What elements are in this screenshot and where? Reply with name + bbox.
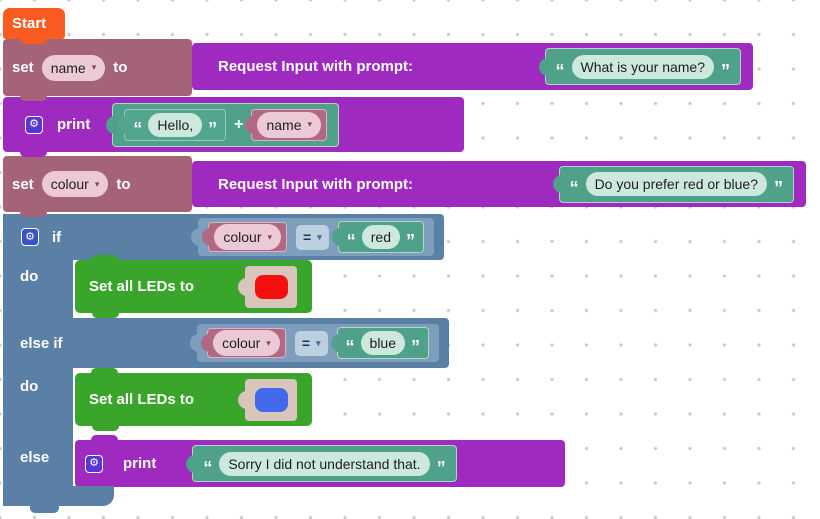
open-quote-icon: “ [345, 337, 355, 357]
connector-tab [20, 95, 47, 101]
colour-picker-block[interactable] [238, 378, 297, 421]
gear-icon[interactable]: ⚙ [85, 454, 103, 473]
variable-dropdown-name[interactable]: name ▾ [257, 111, 322, 138]
set-leds-block-red[interactable]: Set all LEDs to [75, 255, 312, 318]
to-label: to [113, 59, 128, 76]
string-field[interactable]: Hello, [148, 112, 203, 137]
request-input-block-name[interactable]: Request Input with prompt: “ What is you… [192, 43, 753, 90]
variable-name-text: name [266, 116, 302, 133]
open-quote-icon: “ [569, 178, 579, 198]
connector-nub [91, 255, 118, 261]
close-quote-icon: ” [721, 60, 730, 81]
connector-nub [91, 435, 118, 441]
string-field[interactable]: red [361, 225, 400, 249]
comparison-block-red[interactable]: colour ▾ = ▾ “ red ” [191, 218, 434, 256]
string-block[interactable]: “ Do you prefer red or blue? ” [552, 165, 794, 203]
chevron-down-icon: ▾ [266, 337, 271, 348]
else-label: else [20, 449, 50, 466]
string-block[interactable]: “ red ” [331, 221, 424, 253]
set-label: set [12, 59, 34, 76]
chevron-down-icon: ▾ [317, 231, 322, 242]
colour-picker-block[interactable] [238, 265, 297, 308]
join-text-block[interactable]: “ Hello, ” + name ▾ [106, 102, 340, 147]
variable-dropdown-colour[interactable]: colour ▾ [41, 171, 109, 197]
close-quote-icon: ” [774, 178, 783, 198]
else-if-label: else if [20, 334, 63, 352]
string-field[interactable]: Sorry I did not understand that. [219, 451, 430, 476]
connector-nub [91, 368, 118, 374]
variable-name-text: colour [223, 229, 262, 245]
set-name-block[interactable]: set name ▾ to [3, 39, 192, 101]
set-leds-label: Set all LEDs to [89, 278, 195, 295]
variable-dropdown-colour[interactable]: colour ▾ [214, 224, 282, 250]
string-block[interactable]: “ blue ” [330, 327, 429, 359]
to-label: to [116, 175, 131, 193]
variable-name-text: colour [222, 335, 261, 351]
set-colour-block[interactable]: set colour ▾ to [3, 156, 192, 217]
string-field[interactable]: blue [360, 331, 405, 355]
chevron-down-icon: ▾ [307, 119, 313, 129]
close-quote-icon: ” [436, 457, 446, 478]
connector-tab [92, 312, 119, 318]
variable-block-colour[interactable]: colour ▾ [201, 328, 286, 358]
chevron-down-icon: ▾ [267, 231, 273, 242]
open-quote-icon: “ [133, 118, 143, 139]
comparison-block-blue[interactable]: colour ▾ = ▾ “ blue ” [190, 324, 439, 362]
variable-name-text: name [50, 59, 86, 76]
variable-block-name[interactable]: name ▾ [245, 108, 328, 141]
chevron-down-icon: ▾ [94, 178, 100, 189]
gear-icon[interactable]: ⚙ [21, 228, 39, 246]
start-label: Start [12, 15, 47, 32]
request-input-label: Request Input with prompt: [218, 175, 413, 193]
string-field[interactable]: What is your name? [571, 54, 714, 79]
request-input-label: Request Input with prompt: [218, 58, 413, 75]
do-label: do [20, 378, 39, 395]
operator-text: = [301, 335, 310, 351]
start-block[interactable]: Start [3, 8, 65, 44]
plus-operator: + [234, 115, 244, 133]
set-label: set [12, 175, 34, 193]
operator-dropdown[interactable]: = ▾ [294, 330, 328, 356]
string-block[interactable]: “ Sorry I did not understand that. ” [186, 445, 457, 482]
gear-icon[interactable]: ⚙ [25, 115, 43, 134]
print-label: print [123, 455, 157, 472]
variable-dropdown-colour[interactable]: colour ▾ [213, 330, 280, 356]
if-block-header[interactable]: ⚙ if colour ▾ = ▾ “ red ” [3, 214, 444, 260]
string-block[interactable]: “ What is your name? ” [538, 48, 741, 85]
close-quote-icon: ” [208, 118, 218, 139]
open-quote-icon: “ [203, 457, 213, 478]
variable-block-colour[interactable]: colour ▾ [202, 222, 288, 252]
string-block[interactable]: “ Hello, ” [118, 108, 227, 141]
close-quote-icon: ” [411, 337, 420, 357]
if-block-bottom[interactable] [3, 486, 114, 513]
operator-text: = [303, 229, 312, 245]
connector-tab [30, 505, 59, 513]
connector-tab [20, 38, 47, 44]
led-color-swatch-blue[interactable] [254, 387, 288, 412]
connector-tab [20, 211, 47, 217]
chevron-down-icon: ▾ [316, 337, 321, 348]
operator-dropdown[interactable]: = ▾ [296, 224, 329, 250]
print-block-sorry[interactable]: ⚙ print “ Sorry I did not understand tha… [75, 435, 565, 487]
connector-tab [92, 425, 119, 431]
if-label: if [52, 228, 62, 246]
else-if-header[interactable]: else if colour ▾ = ▾ “ blue ” [3, 318, 449, 368]
variable-dropdown-name[interactable]: name ▾ [41, 54, 106, 81]
open-quote-icon: “ [346, 231, 356, 251]
set-leds-block-blue[interactable]: Set all LEDs to [75, 368, 312, 431]
led-color-swatch-red[interactable] [254, 274, 288, 299]
string-field[interactable]: Do you prefer red or blue? [585, 172, 767, 196]
set-leds-label: Set all LEDs to [89, 391, 195, 408]
variable-name-text: colour [50, 176, 89, 192]
print-block-hello[interactable]: ⚙ print “ Hello, ” + name ▾ [3, 97, 464, 157]
close-quote-icon: ” [406, 231, 415, 251]
chevron-down-icon: ▾ [91, 62, 97, 72]
connector-tab [20, 151, 47, 157]
open-quote-icon: “ [555, 60, 565, 81]
print-label: print [57, 116, 91, 133]
request-input-block-colour[interactable]: Request Input with prompt: “ Do you pref… [192, 161, 806, 207]
do-label: do [20, 268, 39, 285]
